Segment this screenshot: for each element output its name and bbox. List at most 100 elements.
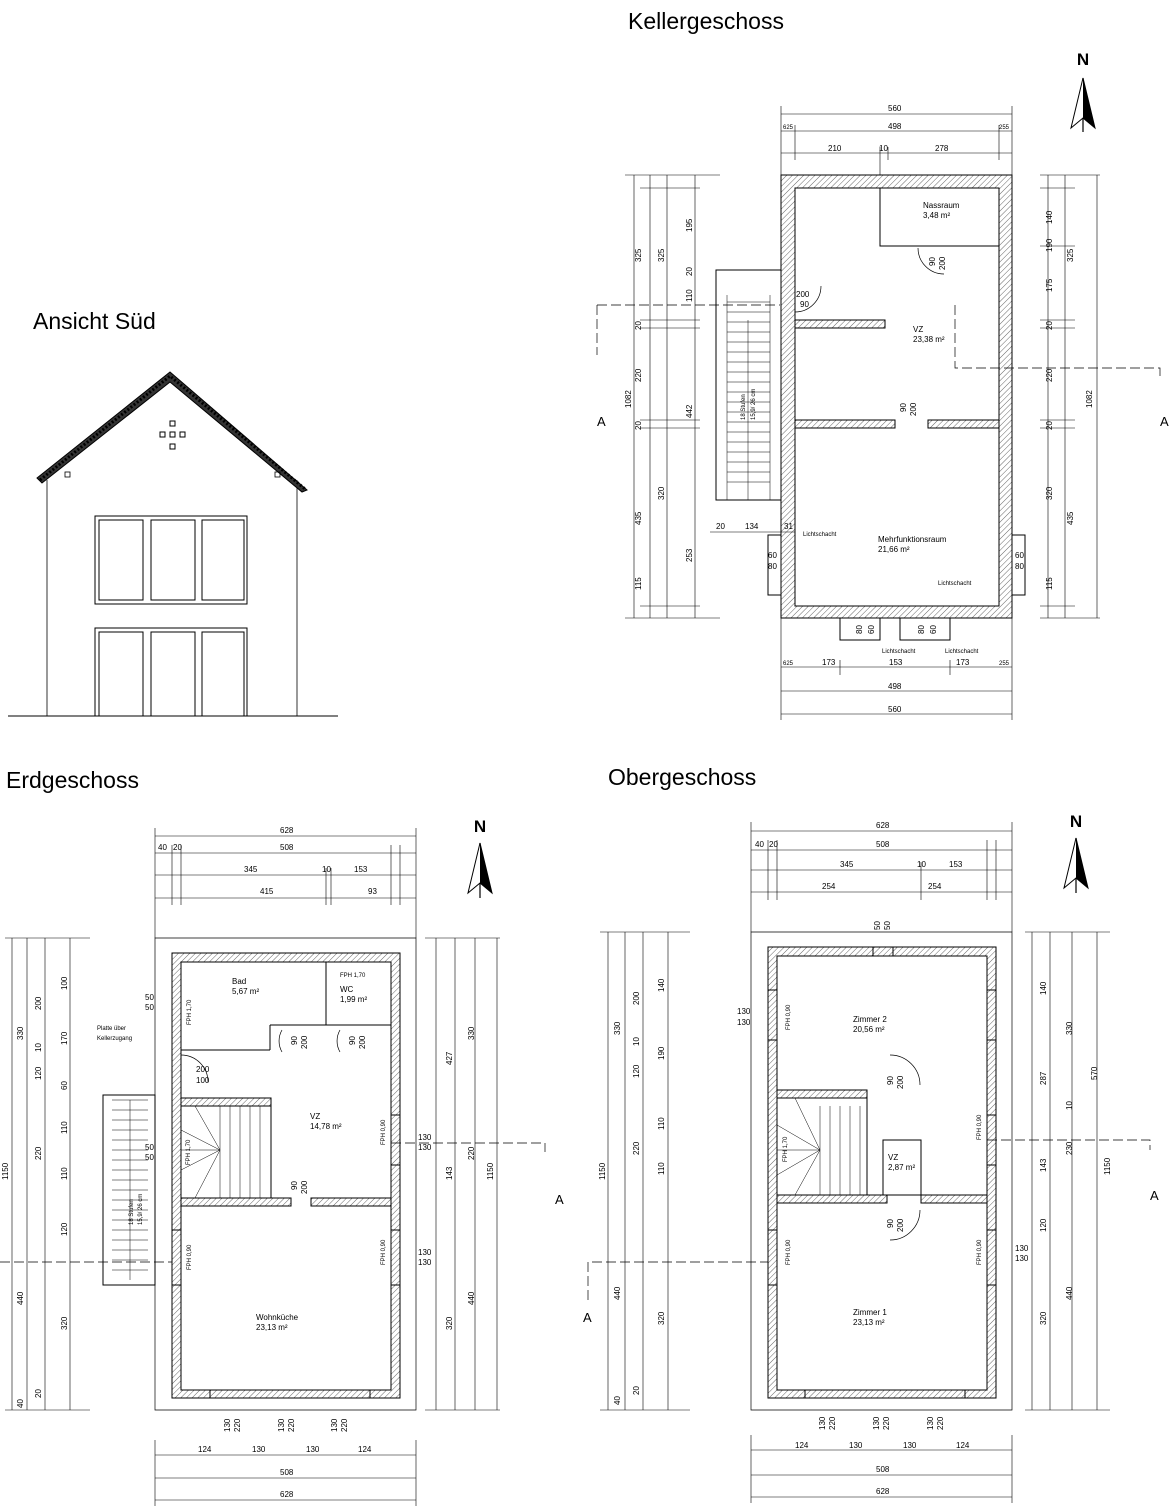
ober-room-zimmer2: Zimmer 2 <box>853 1015 887 1024</box>
keller-dim-left-1: 325 <box>657 248 666 262</box>
keller-dim-left-0: 325 <box>634 248 643 262</box>
keller-opening-4: 90 <box>899 403 908 412</box>
keller-dim-right-4: 20 <box>1045 321 1054 330</box>
erd-dim-top-2: 345 <box>244 865 258 874</box>
ober-room-vz: VZ <box>888 1153 898 1162</box>
ober-section-a-right: A <box>1150 1188 1159 1203</box>
erd-fph-2: FPH 1,70 <box>186 1139 192 1165</box>
erd-room-bad-area: 5,67 m² <box>232 987 259 996</box>
erd-fph-0: FPH 1,70 <box>340 973 366 979</box>
ober-opening-2: 130 <box>737 1007 751 1016</box>
north-arrow-icon <box>1063 837 1089 893</box>
ober-dim-bottom-4: 508 <box>876 1465 890 1474</box>
ober-dim-right-9: 440 <box>1065 1286 1074 1300</box>
erd-dim-left-0: 330 <box>16 1026 25 1040</box>
ober-dim-top-8: 20 <box>769 840 778 849</box>
ober-section-a-left: A <box>583 1310 592 1325</box>
erd-opening-17: 220 <box>287 1418 296 1432</box>
title-ansicht-sued: Ansicht Süd <box>33 308 156 334</box>
keller-opening-2: 90 <box>928 257 937 266</box>
ober-room-zimmer1: Zimmer 1 <box>853 1308 887 1317</box>
erd-dim-top-6: 93 <box>368 887 377 896</box>
ober-dim-top-6: 254 <box>928 882 942 891</box>
erd-room-vz-area: 14,78 m² <box>310 1122 342 1131</box>
keller-dim-left-11: 115 <box>634 577 643 590</box>
erd-dim-bottom-4: 508 <box>280 1468 294 1477</box>
keller-section-a-right: A <box>1160 414 1169 429</box>
keller-dim-top-3: 10 <box>879 144 888 153</box>
erd-opening-4: 90 <box>290 1036 299 1045</box>
erd-dim-top-8: 20 <box>173 843 182 852</box>
keller-opening-10: 80 <box>855 625 864 634</box>
erd-dim-right-4: 1150 <box>486 1162 495 1180</box>
erd-fph-1: FPH 1,70 <box>187 999 193 1025</box>
keller-dim-right-7: 320 <box>1045 486 1054 500</box>
north-arrow-icon <box>1070 77 1096 132</box>
ober-opening-1: 50 <box>883 921 892 930</box>
ober-dim-left-6: 110 <box>657 1117 666 1130</box>
ober-dim-left-9: 1150 <box>598 1162 607 1180</box>
erd-dim-bottom-1: 130 <box>252 1445 266 1454</box>
erd-opening-2: 200 <box>196 1065 210 1074</box>
keller-room-mehrfunktionsraum-area: 21,66 m² <box>878 545 910 554</box>
keller-dim-bottom-3: 498 <box>888 682 902 691</box>
erd-dim-left-6: 60 <box>60 1081 69 1090</box>
ober-dim-top-0: 628 <box>876 821 890 830</box>
ober-opening-10: 130 <box>872 1416 881 1430</box>
erd-dim-right-8: 130 <box>418 1258 432 1267</box>
keller-room-vz-area: 23,38 m² <box>913 335 945 344</box>
floorplan-erd <box>0 828 546 1506</box>
ober-room-zimmer2-area: 20,56 m² <box>853 1025 885 1034</box>
erd-room-bad: Bad <box>232 977 246 986</box>
ober-dim-left-4: 190 <box>657 1046 666 1060</box>
erd-dim-top-0: 628 <box>280 826 294 835</box>
ober-dim-left-13: 20 <box>632 1386 641 1395</box>
ober-dim-top-4: 153 <box>949 860 963 869</box>
erd-opening-3: 100 <box>196 1076 210 1085</box>
keller-opening-8: 60 <box>1015 551 1024 560</box>
erd-dim-right-0: 427 <box>445 1051 454 1065</box>
keller-dim-left-10: 435 <box>634 511 643 525</box>
ober-dim-right-10: 320 <box>1039 1311 1048 1325</box>
keller-opening-1: 90 <box>800 300 809 309</box>
erd-opening-5: 200 <box>300 1035 309 1049</box>
title-kellergeschoss: Kellergeschoss <box>628 8 784 34</box>
erd-room-wohnkueche-area: 23,13 m² <box>256 1323 288 1332</box>
keller-dim-bottom-2: 173 <box>956 658 970 667</box>
ober-opening-4: 90 <box>886 1076 895 1085</box>
title-erdgeschoss: Erdgeschoss <box>6 767 139 793</box>
keller-dim-bottom-5: 625 <box>783 661 794 667</box>
keller-dim-right-9: 115 <box>1045 577 1054 590</box>
ober-dim-bottom-5: 628 <box>876 1487 890 1496</box>
ober-dim-right-8: 120 <box>1039 1218 1048 1232</box>
erd-dim-left-14: 40 <box>16 1399 25 1408</box>
ober-dim-left-12: 40 <box>613 1396 622 1405</box>
erd-dim-left-7: 110 <box>60 1121 69 1134</box>
keller-dim-top-0: 560 <box>888 104 902 113</box>
ober-dim-right-2: 287 <box>1039 1071 1048 1085</box>
erd-opening-18: 130 <box>330 1418 339 1432</box>
erd-opening-6: 90 <box>348 1036 357 1045</box>
ober-dim-right-1: 330 <box>1065 1021 1074 1035</box>
keller-dim-top-2: 210 <box>828 144 842 153</box>
north-label-keller: N <box>1076 50 1090 69</box>
ober-dim-top-2: 345 <box>840 860 854 869</box>
erd-dim-left-13: 320 <box>60 1316 69 1330</box>
erd-fph-5: FPH 0,90 <box>381 1239 387 1265</box>
erd-dim-bottom-5: 628 <box>280 1490 294 1499</box>
ober-opening-6: 90 <box>886 1219 895 1228</box>
erd-opening-11: 50 <box>145 1153 154 1162</box>
keller-dim-bottom-1: 153 <box>889 658 903 667</box>
ober-opening-0: 50 <box>873 921 882 930</box>
ober-opening-8: 130 <box>818 1416 827 1430</box>
keller-dim-left-5: 20 <box>634 321 643 330</box>
title-obergeschoss: Obergeschoss <box>608 764 757 790</box>
ober-dim-left-10: 440 <box>613 1286 622 1300</box>
ober-dim-bottom-1: 130 <box>849 1441 863 1450</box>
erd-dim-bottom-3: 124 <box>358 1445 372 1454</box>
keller-opening-3: 200 <box>938 256 947 270</box>
ober-dim-right-12: 130 <box>1015 1254 1029 1263</box>
ober-dim-bottom-0: 124 <box>795 1441 809 1450</box>
ober-dim-left-7: 220 <box>632 1141 641 1155</box>
erd-dim-right-1: 330 <box>467 1026 476 1040</box>
